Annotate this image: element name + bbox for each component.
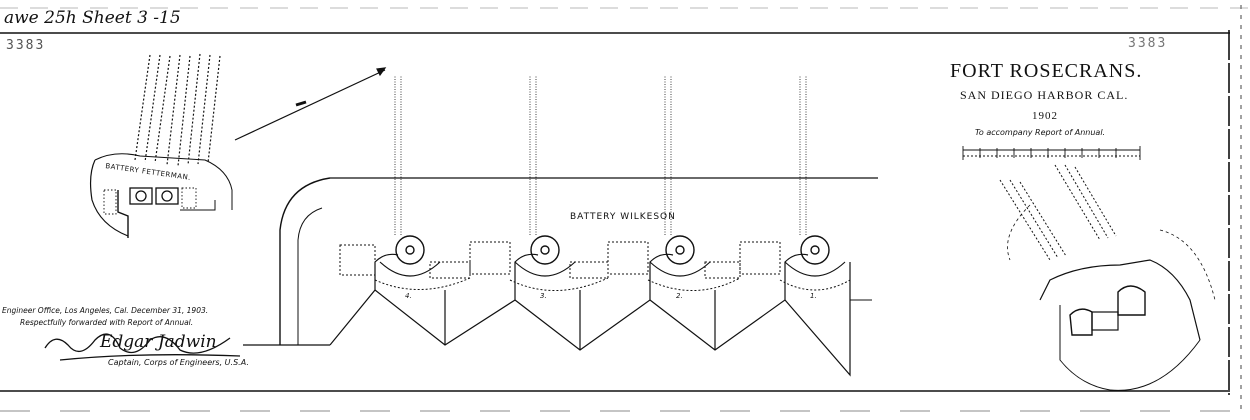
right-inset-plan <box>999 164 1216 391</box>
gun-number-3: 3. <box>540 292 547 300</box>
rank-line: Captain, Corps of Engineers, U.S.A. <box>108 358 249 367</box>
battery-fetterman-inset <box>89 53 233 238</box>
gun-emplacement-2 <box>665 235 695 265</box>
gun-number-2: 2. <box>676 292 683 300</box>
battery-wilkeson-plan <box>243 75 878 377</box>
gun-number-1: 1. <box>810 292 817 300</box>
title: FORT ROSECRANS. <box>950 60 1143 82</box>
battery-wilkeson-label: BATTERY WILKESON <box>570 212 676 222</box>
signature: Edgar Jadwin <box>100 332 217 352</box>
year: 1902 <box>1032 110 1058 122</box>
sheet-note: awe 25h Sheet 3 -15 <box>4 8 181 28</box>
north-arrow-icon <box>234 67 387 141</box>
gun-emplacement-3 <box>530 235 560 265</box>
forward-line: Respectfully forwarded with Report of An… <box>20 318 194 327</box>
corner-stamp-right: 3383 <box>1128 36 1168 51</box>
scale-bar-icon <box>962 146 1141 160</box>
gun-emplacement-4 <box>395 235 425 265</box>
signature-flourish-icon <box>44 333 241 361</box>
title-note: To accompany Report of Annual. <box>975 128 1106 137</box>
gun-emplacement-1 <box>800 235 830 265</box>
gun-number-4: 4. <box>405 292 412 300</box>
corner-stamp-left: 3383 <box>6 38 46 53</box>
subtitle: SAN DIEGO HARBOR CAL. <box>960 88 1129 102</box>
office-line: Engineer Office, Los Angeles, Cal. Decem… <box>2 306 209 315</box>
